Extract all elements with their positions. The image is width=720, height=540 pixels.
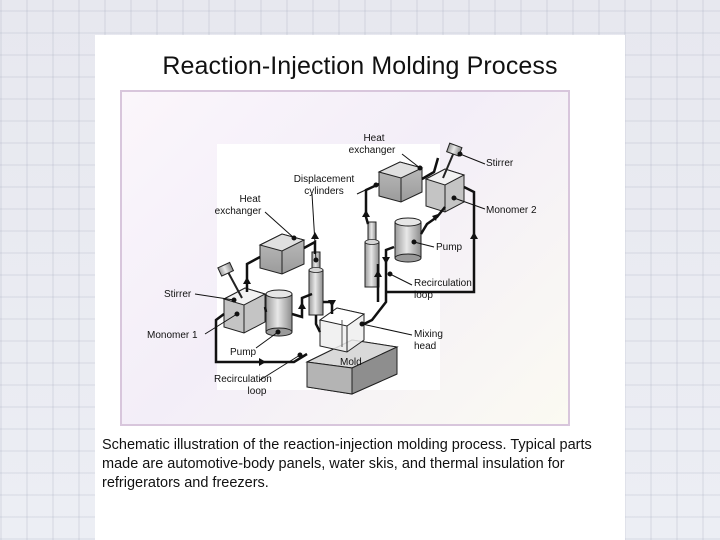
label-pump-left: Pump — [230, 347, 257, 358]
pump-left — [265, 289, 293, 337]
label-displacement-cylinders-2: cylinders — [304, 186, 343, 197]
rim-process-diagram: Heat exchanger Stirrer Displacement cyli… — [147, 133, 537, 397]
label-mixing-head-1: Mixing — [414, 329, 443, 340]
label-pump-right: Pump — [436, 242, 463, 253]
label-recirculation-loop-left-1: Recirculation — [214, 374, 272, 385]
label-displacement-cylinders-1: Displacement — [294, 174, 355, 185]
label-recirculation-loop-left-2: loop — [248, 386, 267, 397]
label-heat-exchanger-top-2: exchanger — [349, 145, 396, 156]
slide-title: Reaction-Injection Molding Process — [162, 52, 558, 80]
label-monomer-1: Monomer 1 — [147, 330, 198, 341]
label-stirrer-right: Stirrer — [486, 158, 514, 169]
label-stirrer-left: Stirrer — [164, 289, 192, 300]
leader-lines — [194, 151, 486, 381]
pump-right — [394, 217, 422, 263]
label-heat-exchanger-left-2: exchanger — [215, 206, 262, 217]
label-monomer-2: Monomer 2 — [486, 205, 537, 216]
label-heat-exchanger-left-1: Heat — [239, 194, 260, 205]
mold — [305, 339, 399, 395]
label-recirculation-loop-right-1: Recirculation — [414, 278, 472, 289]
diagram-figure: Heat exchanger Stirrer Displacement cyli… — [120, 90, 570, 426]
label-recirculation-loop-right-2: loop — [414, 290, 433, 301]
slide-caption: Schematic illustration of the reaction-i… — [102, 437, 592, 491]
label-mixing-head-2: head — [414, 341, 436, 352]
label-mold: Mold — [340, 357, 362, 368]
label-heat-exchanger-top-1: Heat — [363, 133, 384, 144]
